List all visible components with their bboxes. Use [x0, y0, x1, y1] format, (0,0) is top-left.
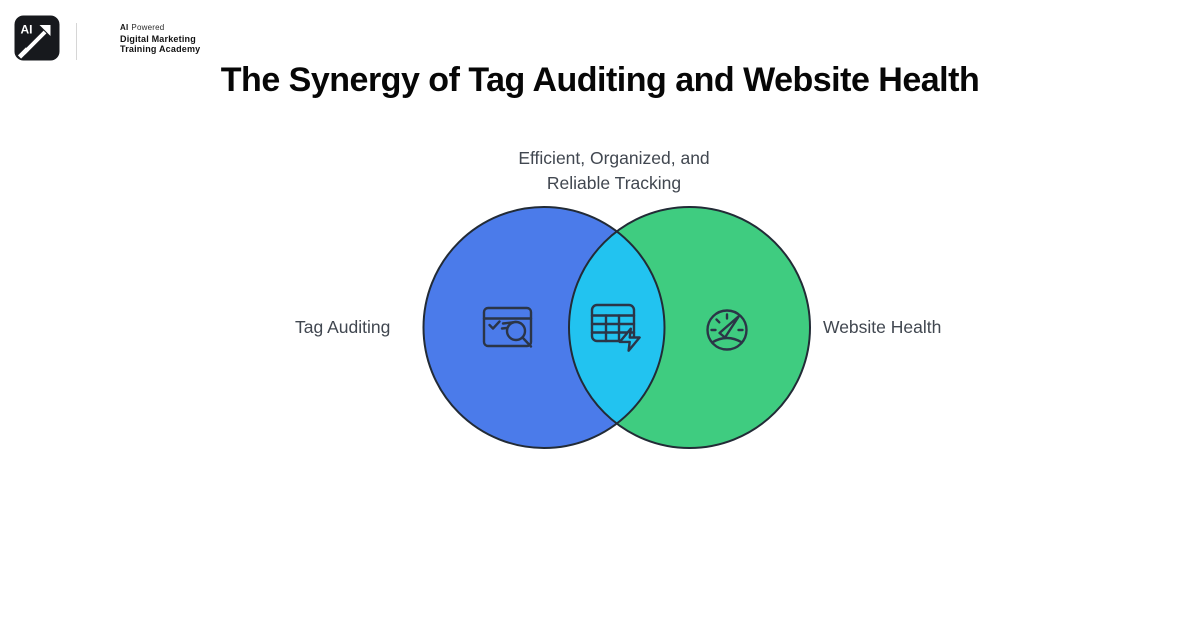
table-lightning-icon: [590, 303, 641, 352]
brand-divider: [76, 23, 77, 60]
brand-tagline-rest: Powered: [131, 23, 165, 32]
brand-tagline-bold: AI: [120, 23, 129, 32]
audit-window-search-icon: [482, 306, 533, 348]
arrow-head: [39, 25, 51, 36]
left-circle-outline: [422, 206, 666, 449]
brand-name-line2: Training Academy: [120, 44, 201, 54]
arrow-stripe: [17, 47, 30, 59]
brand-name-line1: Digital Marketing: [120, 33, 196, 44]
overlap-label: Efficient, Organized, and Reliable Track…: [518, 146, 709, 196]
speedometer-icon: [706, 309, 748, 351]
overlap-label-line1: Efficient, Organized, and: [518, 148, 710, 168]
badge-ai-text: AI: [21, 23, 33, 37]
right-circle-outline: [568, 206, 811, 449]
page-title: The Synergy of Tag Auditing and Website …: [220, 60, 980, 99]
brand-badge-icon: AI: [14, 15, 60, 61]
right-circle-label: Website Health: [823, 317, 942, 337]
overlap-lens: [569, 207, 665, 448]
overlap-lens-fill: [569, 207, 665, 448]
left-circle-label: Tag Auditing: [295, 317, 391, 337]
overlap-label-line2: Reliable Tracking: [546, 173, 682, 193]
